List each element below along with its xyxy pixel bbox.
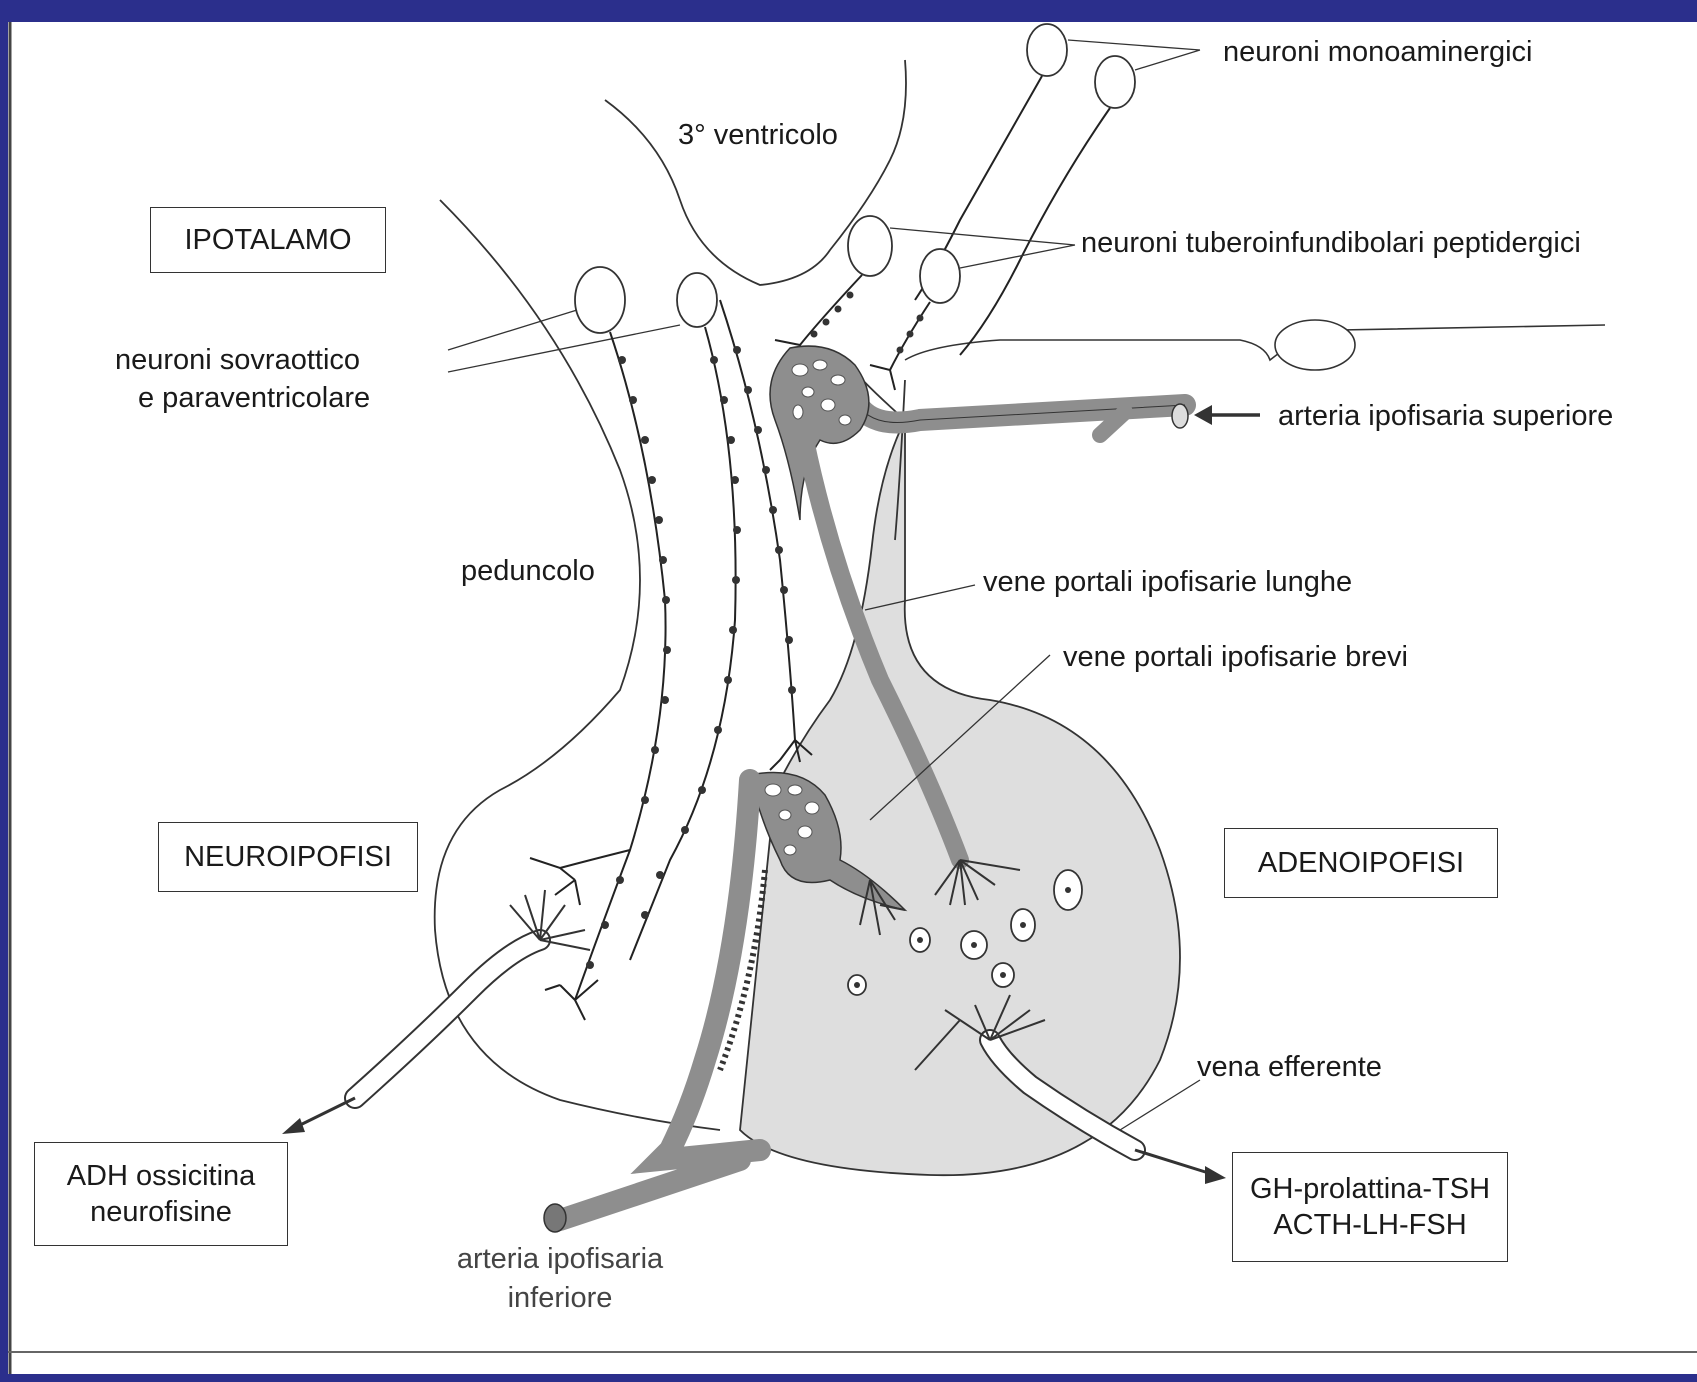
label-vene-lunghe: vene portali ipofisarie lunghe [983,565,1352,600]
tuberoinfundibular-neuron-2 [920,249,960,303]
label-neuroni-tuberoinfundibolari: neuroni tuberoinfundibolari peptidergici [1081,226,1581,261]
chiasma-ellipse [1275,320,1355,370]
label-neuroni-sovraottico-2: e paraventricolare [138,381,370,416]
label-ipotalamo: IPOTALAMO [150,207,386,273]
label-arteria-inferiore-1: arteria ipofisaria [430,1242,690,1277]
label-arteria-superiore: arteria ipofisaria superiore [1278,399,1613,434]
label-adh-line2: neurofisine [90,1194,232,1230]
label-adh-box: ADH ossicitina neurofisine [34,1142,288,1246]
label-gh-line1: GH-prolattina-TSH [1250,1171,1490,1207]
label-peduncolo: peduncolo [461,554,595,589]
label-vene-brevi: vene portali ipofisarie brevi [1063,640,1408,675]
label-vena-efferente: vena efferente [1197,1050,1382,1085]
sovraottico-neuron-2 [677,273,717,327]
monoaminergic-neuron-1 [1027,24,1067,76]
label-adenoipofisi: ADENOIPOFISI [1224,828,1498,898]
sovraottico-neuron-1 [575,267,625,333]
label-neuroni-monoaminergici: neuroni monoaminergici [1223,35,1533,70]
arteria-inferiore-cut-end [544,1204,566,1232]
label-ventricolo: 3° ventricolo [678,118,838,153]
label-gh-line2: ACTH-LH-FSH [1273,1207,1466,1243]
label-neuroipofisi: NEUROIPOFISI [158,822,418,892]
label-neuroni-sovraottico-1: neuroni sovraottico [115,343,360,378]
label-arteria-inferiore-2: inferiore [430,1281,690,1316]
monoaminergic-neuron-2 [1095,56,1135,108]
tuberoinfundibular-neuron-1 [848,216,892,276]
arteria-superiore-cut-end [1172,404,1188,428]
label-adh-line1: ADH ossicitina [67,1158,256,1194]
label-gh-box: GH-prolattina-TSH ACTH-LH-FSH [1232,1152,1508,1262]
